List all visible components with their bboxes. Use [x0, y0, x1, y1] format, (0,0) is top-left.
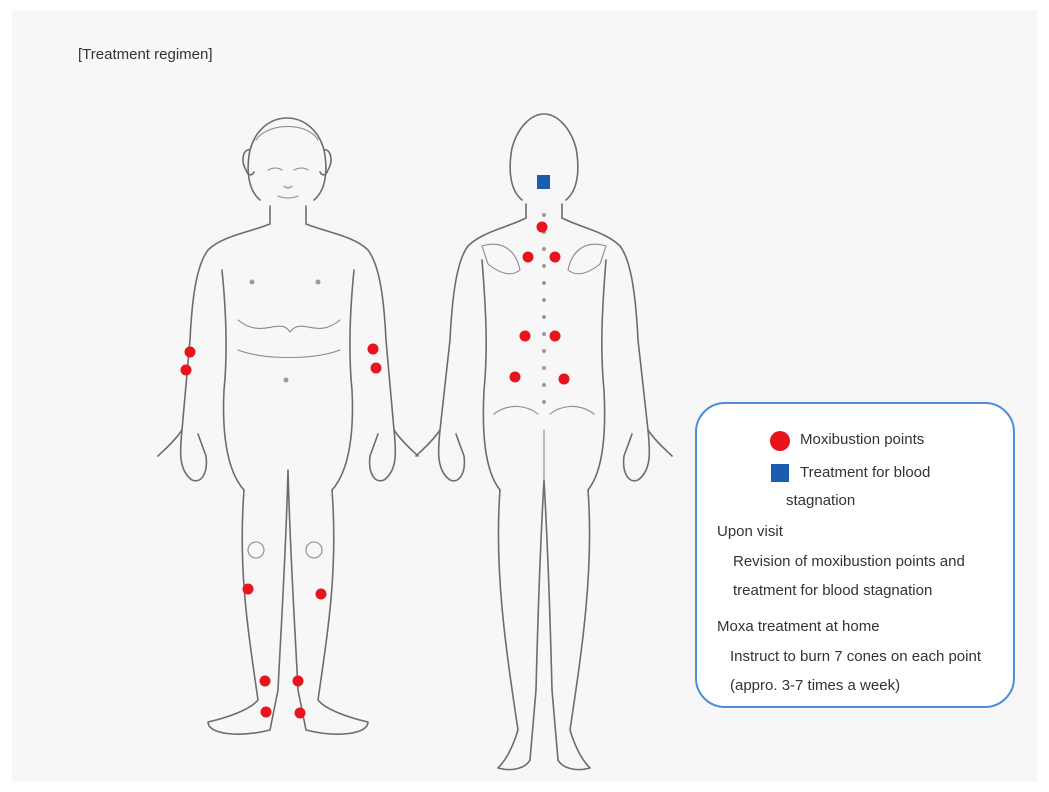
moxibustion-point — [295, 708, 306, 719]
moxibustion-point — [550, 252, 561, 263]
moxibustion-point — [550, 331, 561, 342]
legend-box: Moxibustion points Treatment for blood s… — [695, 402, 1015, 708]
moxibustion-point — [261, 707, 272, 718]
diagram-canvas: [Treatment regimen] — [12, 10, 1037, 782]
moxibustion-point — [523, 252, 534, 263]
visit-heading: Upon visit — [717, 519, 783, 545]
moxibustion-point — [559, 374, 570, 385]
home-line-1: Instruct to burn 7 cones on each point — [730, 644, 981, 670]
back-body-figure — [416, 114, 672, 770]
moxibustion-point — [537, 222, 548, 233]
visit-line-1: Revision of moxibustion points and — [733, 549, 965, 575]
blood-stagnation-legend-label-1: Treatment for blood — [800, 460, 930, 486]
moxibustion-point — [371, 363, 382, 374]
blood-stagnation-legend-marker — [771, 464, 789, 482]
moxibustion-legend-label: Moxibustion points — [800, 427, 924, 453]
moxibustion-point — [316, 589, 327, 600]
moxibustion-point — [368, 344, 379, 355]
moxibustion-point — [181, 365, 192, 376]
moxibustion-point — [510, 372, 521, 383]
moxibustion-legend-marker — [770, 431, 790, 451]
home-heading: Moxa treatment at home — [717, 614, 880, 640]
visit-line-2: treatment for blood stagnation — [733, 578, 932, 604]
blood-stagnation-legend-label-2: stagnation — [786, 488, 855, 514]
moxibustion-point — [293, 676, 304, 687]
home-line-2: (appro. 3-7 times a week) — [730, 673, 900, 699]
moxibustion-point — [243, 584, 254, 595]
moxibustion-point — [185, 347, 196, 358]
spine — [542, 213, 546, 404]
moxibustion-point — [260, 676, 271, 687]
blood-stagnation-point — [537, 175, 550, 189]
moxibustion-point — [520, 331, 531, 342]
front-body-figure — [158, 118, 418, 734]
